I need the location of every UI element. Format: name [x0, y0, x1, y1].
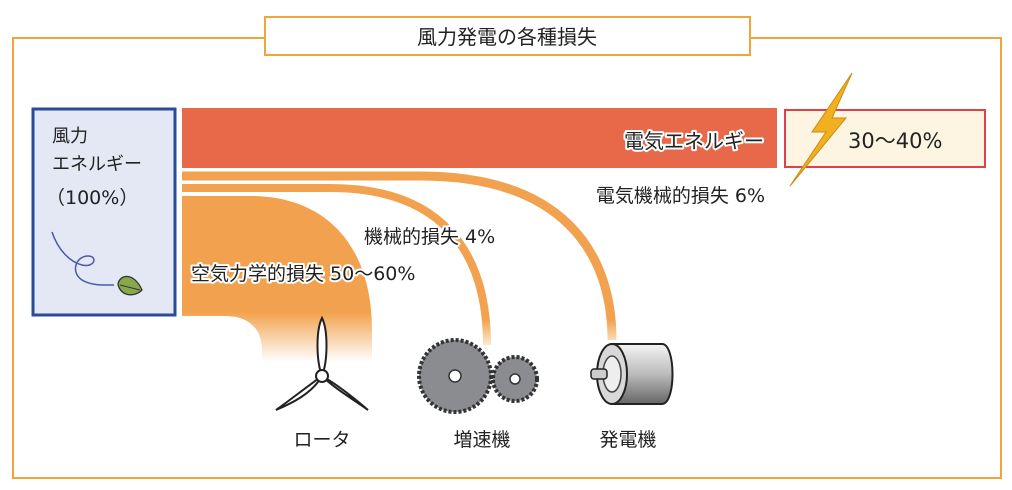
mechanical-loss-label: 機械的損失 4% [364, 226, 495, 248]
gearbox-label: 増速機 [453, 429, 510, 451]
mechanical-loss-flow [182, 184, 491, 346]
lightning-icon [789, 72, 853, 187]
gearbox-icon [417, 338, 539, 414]
generator-label: 発電機 [599, 429, 656, 451]
title-box: 風力発電の各種損失 [264, 16, 751, 56]
source-label-line2: エネルギー [52, 154, 142, 175]
leaf-icon [117, 275, 143, 296]
electric-energy-bar [182, 108, 777, 168]
wind-swirl-icon [51, 231, 115, 286]
electric-energy-label: 電気エネルギー [624, 129, 764, 153]
generator-icon [590, 343, 674, 405]
diagram-title: 風力発電の各種損失 [417, 25, 597, 49]
electromechanical-loss-label: 電気機械的損失 6% [596, 185, 765, 207]
output-percent: 30〜40% [848, 129, 942, 153]
aerodynamic-loss-label: 空気力学的損失 50〜60% [191, 263, 415, 285]
electromechanical-loss-flow [182, 171, 617, 341]
source-label-line1: 風力 [52, 126, 88, 147]
wind-energy-box: 風力 エネルギー （100%） [31, 107, 177, 317]
rotor-icon [275, 315, 369, 411]
aerodynamic-loss-flow [182, 196, 372, 362]
source-label-line3: （100%） [46, 187, 138, 209]
output-box: 30〜40% [784, 109, 986, 168]
rotor-label: ロータ [293, 429, 350, 451]
